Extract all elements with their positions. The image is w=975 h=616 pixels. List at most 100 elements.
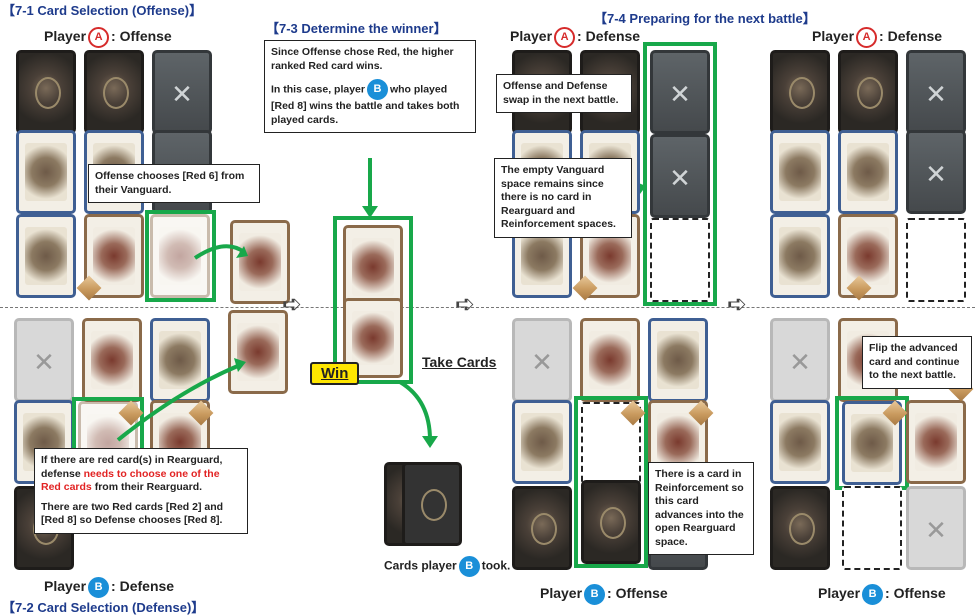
next-step-arrow-icon: ➪ xyxy=(282,291,303,318)
cards-taken-text: Cards player xyxy=(384,558,457,573)
card-face xyxy=(16,130,76,214)
role-text: : Defense xyxy=(111,578,175,595)
note-reinforcement: There is a card in Reinforcement so this… xyxy=(648,462,754,555)
x-mark-icon: ✕ xyxy=(171,79,193,109)
x-mark-icon: ✕ xyxy=(925,79,947,109)
arrow-take-cards xyxy=(398,380,432,441)
take-cards-label: Take Cards xyxy=(422,354,497,370)
role-text: : Defense xyxy=(577,28,641,45)
arrow-offense-play xyxy=(193,244,246,260)
x-mark-icon: ✕ xyxy=(925,159,947,189)
player-word: Player xyxy=(818,585,861,602)
card-played-red-8 xyxy=(228,310,288,394)
defense-example-text: There are two Red cards [Red 2] and [Red… xyxy=(41,500,224,527)
note-offense-choose: Offense chooses [Red 6] from their Vangu… xyxy=(88,164,260,203)
card-face xyxy=(512,400,572,484)
empty-card-slot: ✕ xyxy=(512,318,572,402)
x-mark-icon: ✕ xyxy=(669,163,691,193)
player-b-badge: B xyxy=(584,584,606,605)
role-text: : Defense xyxy=(879,28,943,45)
x-mark-icon: ✕ xyxy=(33,347,55,377)
next-step-arrow-icon: ➪ xyxy=(727,291,748,318)
card-face xyxy=(838,214,898,298)
card-face xyxy=(838,130,898,214)
defense-rule-text: If there are red card(s) in Rearguard, d… xyxy=(41,454,223,480)
card-played-red-6 xyxy=(343,225,403,309)
card-back xyxy=(16,50,76,134)
player-b-badge: B xyxy=(88,577,110,598)
empty-dashed-slot xyxy=(650,218,710,302)
player-word: Player xyxy=(44,578,87,595)
player-a-badge: A xyxy=(554,27,576,48)
x-mark-icon: ✕ xyxy=(669,79,691,109)
card-back xyxy=(770,486,830,570)
role-text: : Offense xyxy=(111,28,172,45)
empty-card-slot: ✕ xyxy=(906,486,966,570)
empty-card-slot: ✕ xyxy=(650,134,710,218)
arrow-head xyxy=(362,206,378,218)
note-defense-choose: If there are red card(s) in Rearguard, d… xyxy=(34,448,248,534)
x-mark-icon: ✕ xyxy=(531,347,553,377)
arrow-defense-play xyxy=(116,363,241,442)
next-step-arrow-icon: ➪ xyxy=(455,291,476,318)
arrow-head xyxy=(422,436,438,448)
x-mark-icon: ✕ xyxy=(925,515,947,545)
cards-taken-end: took. xyxy=(481,558,511,573)
player-a-badge: A xyxy=(88,27,110,48)
card-face xyxy=(84,214,144,298)
note-flip: Flip the advanced card and continue to t… xyxy=(862,336,972,389)
empty-dashed-slot xyxy=(906,218,966,302)
card-back xyxy=(770,50,830,134)
card-face xyxy=(150,318,210,402)
role-text: : Offense xyxy=(885,585,946,602)
card-face xyxy=(770,130,830,214)
winner-case-text: In this case, player xyxy=(271,83,365,96)
heading-card-selection-defense: 【7-2 Card Selection (Defense)】 xyxy=(2,600,205,615)
taken-card-back xyxy=(402,462,462,546)
player-word: Player xyxy=(812,28,855,45)
heading-card-selection-offense: 【7-1 Card Selection (Offense)】 xyxy=(2,3,203,18)
player-b-badge: B xyxy=(862,584,884,605)
player-word: Player xyxy=(510,28,553,45)
winner-case-rest: who played [Red 8] wins the battle and t… xyxy=(271,83,460,126)
selected-card-highlight xyxy=(145,210,216,302)
card-face xyxy=(770,214,830,298)
card-played-red-6 xyxy=(230,220,290,304)
empty-card-slot: ✕ xyxy=(906,50,966,134)
card-face xyxy=(648,318,708,402)
card-back-advancing xyxy=(581,480,641,564)
field-divider xyxy=(0,307,975,308)
heading-determine-winner: 【7-3 Determine the winner】 xyxy=(266,21,447,36)
battle-result-box xyxy=(333,216,413,384)
player-b-badge: B xyxy=(366,79,388,100)
card-face xyxy=(906,400,966,484)
heading-preparing-next-battle: 【7-4 Preparing for the next battle】 xyxy=(594,11,816,26)
arrow-head xyxy=(234,358,246,372)
player-a-badge: A xyxy=(856,27,878,48)
x-mark-icon: ✕ xyxy=(789,347,811,377)
defense-rule-highlight: needs to choose one of the Red cards xyxy=(41,467,220,494)
note-swap: Offense and Defense swap in the next bat… xyxy=(496,74,632,113)
card-back xyxy=(512,486,572,570)
note-determine-winner: Since Offense chose Red, the higher rank… xyxy=(264,40,476,133)
note-empty-vanguard: The empty Vanguard space remains since t… xyxy=(494,158,632,238)
winner-rule-text: Since Offense chose Red, the higher rank… xyxy=(271,46,454,72)
player-word: Player xyxy=(44,28,87,45)
card-face xyxy=(16,214,76,298)
card-face xyxy=(770,400,830,484)
empty-card-slot: ✕ xyxy=(152,50,212,134)
win-badge: Win xyxy=(310,362,360,385)
advance-highlight xyxy=(574,396,648,568)
defense-rule-end: from their Rearguard. xyxy=(94,481,203,493)
card-face xyxy=(580,318,640,402)
arrow-head xyxy=(236,246,248,258)
empty-card-slot: ✕ xyxy=(14,318,74,402)
player-word: Player xyxy=(540,585,583,602)
role-text: : Offense xyxy=(607,585,668,602)
empty-dashed-slot xyxy=(842,486,902,570)
